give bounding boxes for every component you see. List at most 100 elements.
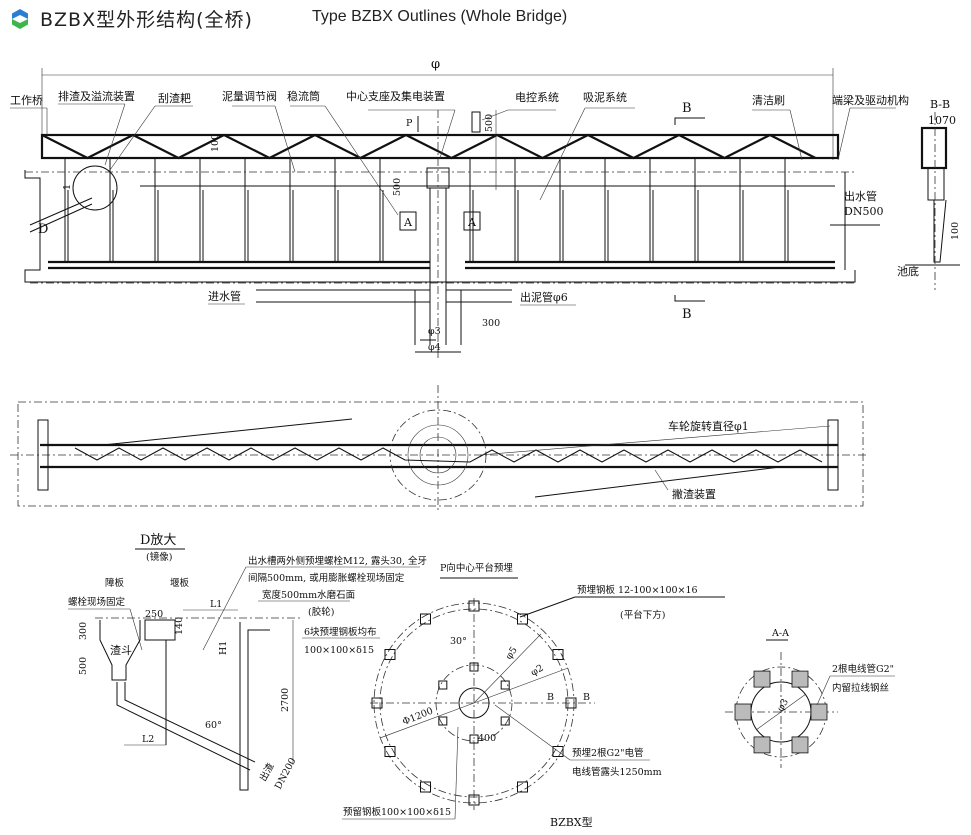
embedded-plate: [552, 746, 564, 757]
embedded-plate: [552, 649, 564, 660]
note-wire-conduits: 2根电线管G2": [832, 663, 894, 675]
mark-p: P: [406, 118, 413, 129]
label-weir: 堰板: [170, 577, 190, 589]
dim-30deg: 30°: [450, 636, 467, 647]
truss-web: [41, 133, 816, 160]
label-hopper: 渣斗: [110, 643, 132, 657]
label-work-bridge: 工作桥: [10, 94, 43, 107]
embedded-plate: [517, 781, 528, 793]
center-support: [426, 167, 450, 189]
conduit-block: [791, 736, 809, 754]
reserved-plate: [500, 680, 510, 690]
conduit-block: [791, 670, 809, 688]
embedded-plate: [371, 697, 383, 709]
label-inlet-pipe: 进水管: [208, 289, 241, 303]
note-pull-wire: 内留拉线钢丝: [832, 682, 889, 694]
dim-h1: H1: [218, 641, 229, 655]
callouts: 工作桥 排渣及溢流装置 刮渣耙 泥量调节阀 稳流筒 中心支座及集电装置 电控系统…: [10, 89, 919, 306]
label-baffle: 障板: [105, 577, 125, 589]
mark-1: 1: [62, 184, 73, 190]
detail-d: D放大 (镜像) 障板 堰板 螺栓现场固定 250 L1 300 500 140…: [68, 533, 427, 791]
note-bolts: 出水槽两外侧预埋螺栓M12, 露头30, 全牙: [248, 555, 427, 567]
reserved-plate: [438, 680, 448, 690]
embedded-plate: [517, 613, 528, 625]
elevation-view: φ 工作桥 排渣及溢流装置 刮渣耙 泥量调节阀 稳流筒: [10, 57, 961, 360]
p-view: P向中心平台预埋 预埋钢板 12-100×100×16 (平台下方) 30° φ…: [342, 562, 725, 829]
note-spacing: 间隔500mm, 或用膨胀螺栓现场固定: [248, 572, 405, 584]
reserved-plate: [500, 716, 510, 726]
dim-h100: 100: [950, 222, 961, 240]
dimensions: 100 500 500 300 φ3 φ4 100 P A A B B D 1: [29, 101, 961, 353]
mark-b-right: B: [583, 692, 590, 703]
dim-phi3: φ3: [775, 697, 791, 714]
note-reserve-plate: 预留钢板100×100×δ15: [343, 806, 451, 818]
label-slag-out: 出渣: [257, 761, 277, 784]
center-circle: [389, 409, 487, 501]
note-under-platform: (平台下方): [620, 609, 665, 621]
electric-cabinet: [471, 111, 481, 133]
embedded-plate: [565, 697, 577, 709]
dim-250: 250: [145, 609, 163, 620]
title-chinese: BZBX型外形结构(全桥): [40, 9, 253, 31]
drive-left: [37, 419, 49, 491]
plan-view: 车轮旋转直径φ1 撇渣装置: [10, 385, 866, 510]
mark-a-right: A: [467, 216, 477, 229]
label-skimmer: 撇渣装置: [672, 487, 716, 501]
dim-100: 100: [210, 134, 221, 152]
dim-phi4: φ4: [428, 342, 441, 353]
section-bb-width: 1070: [928, 114, 956, 127]
section-aa: A-A φ3 2根电线管G2" 内留拉线钢丝: [725, 628, 895, 768]
header: BZBX型外形结构(全桥) Type BZBX Outlines (Whole …: [0, 0, 971, 36]
dim-500: 500: [78, 657, 89, 675]
dim-2700: 2700: [280, 688, 291, 712]
note-plates: 6块预埋钢板均布: [304, 626, 377, 638]
reserved-plate: [438, 716, 448, 726]
label-center-support: 中心支座及集电装置: [346, 89, 445, 103]
label-slag-overflow: 排渣及溢流装置: [58, 89, 135, 103]
plan-truss: [74, 447, 823, 463]
label-electric-control: 电控系统: [515, 90, 559, 104]
label-suction-system: 吸泥系统: [583, 91, 627, 104]
conduit-block: [734, 703, 752, 721]
label-cleaning-brush: 清洁刷: [752, 94, 785, 107]
conduit-block: [753, 670, 771, 688]
dim-300: 300: [482, 318, 500, 329]
note-terrazzo: 宽度500mm水磨石面: [262, 589, 355, 601]
dim-500-a: 500: [392, 178, 403, 196]
title-english: Type BZBX Outlines (Whole Bridge): [312, 8, 568, 25]
detail-d-title: D放大: [140, 533, 176, 548]
drive-right: [827, 419, 839, 491]
p-view-title: P向中心平台预埋: [440, 562, 513, 574]
section-bb-title: B-B: [930, 98, 950, 111]
label-sludge-pipe: 出泥管φ6: [520, 290, 568, 304]
embedded-plate: [468, 794, 480, 806]
label-outlet-pipe: 出水管: [844, 189, 877, 203]
embedded-plate: [384, 649, 396, 660]
note-plate-size: 100×100×δ15: [304, 645, 374, 656]
note-rubber-wheel: (胶轮): [308, 606, 334, 618]
note-conduit: 预埋2根G2"电管: [572, 747, 644, 759]
mark-a-left: A: [403, 216, 413, 229]
conduit-blocks: [734, 670, 828, 754]
label-stilling-well: 稳流筒: [287, 89, 320, 103]
reserved-plate: [469, 734, 479, 744]
slag-hopper: [99, 620, 141, 681]
detail-d-circle: [72, 165, 118, 211]
label-scraper: 刮渣耙: [158, 91, 191, 105]
label-wheel-diameter: 车轮旋转直径φ1: [668, 419, 749, 433]
label-pool-bottom: 池底: [897, 264, 919, 278]
dim-phi3: φ3: [428, 326, 441, 337]
dim-phi5: φ5: [503, 645, 519, 662]
tank-wall: [24, 170, 856, 283]
conduit-block: [753, 736, 771, 754]
label-slag-dn: DN200: [273, 756, 299, 791]
dim-phi2: φ2: [529, 663, 546, 679]
dim-500-b: 500: [484, 114, 495, 132]
embedded-plate: [468, 600, 480, 612]
mark-b-top: B: [682, 101, 692, 116]
model-label: BZBX型: [550, 815, 593, 829]
mark-d: D: [38, 222, 48, 237]
conduit-block: [810, 703, 828, 721]
note-embedded-plate: 预埋钢板 12-100×100×16: [577, 584, 698, 596]
